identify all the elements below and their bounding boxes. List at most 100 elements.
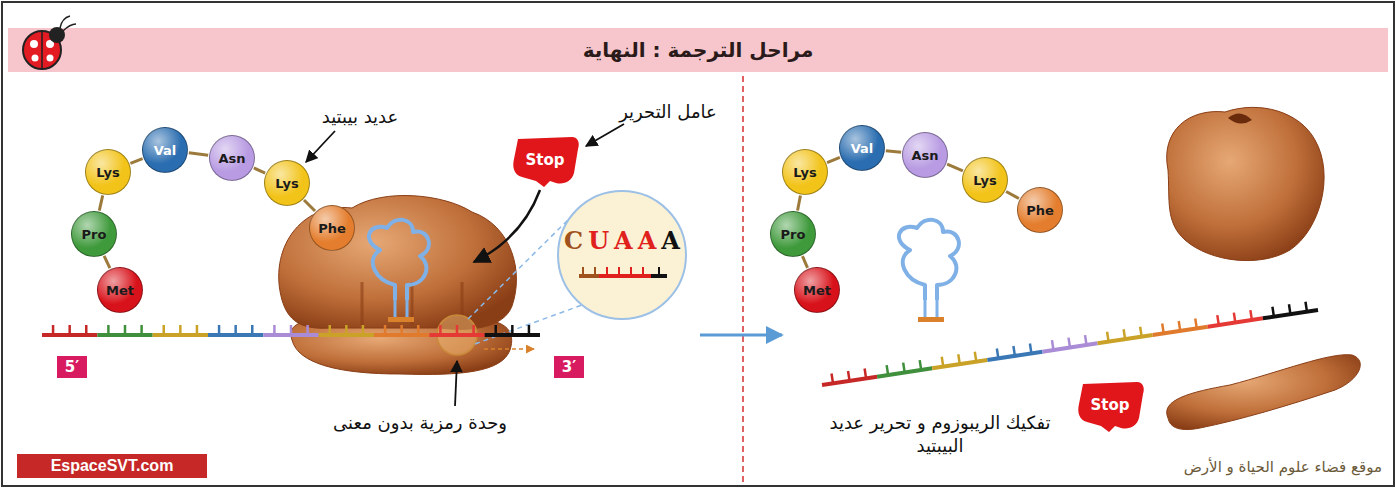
- amino-acid-name: Met: [106, 283, 134, 298]
- peptide-bond: [99, 195, 102, 210]
- leader-arrow: [306, 131, 335, 162]
- amino-acid-name: Phe: [1026, 203, 1054, 218]
- ribosome-small-subunit: [1167, 355, 1361, 430]
- stop-codon-label: وحدة رمزية بدون معنى: [333, 411, 507, 434]
- ribosome-large-subunit: [1167, 107, 1324, 260]
- base-tick: [1013, 346, 1014, 356]
- trna: [899, 220, 959, 300]
- base-tick: [124, 325, 127, 335]
- amino-acid-bead: Lys: [85, 149, 131, 195]
- peptide-bond: [827, 157, 840, 162]
- base-tick: [494, 325, 497, 335]
- base-tick: [328, 325, 331, 335]
- codon-base: A: [661, 226, 680, 255]
- amino-acid-bead: Phe: [309, 205, 355, 251]
- base-tick: [618, 267, 620, 276]
- base-tick: [306, 325, 309, 335]
- peptide-bond: [104, 256, 110, 268]
- base-tick: [345, 325, 348, 335]
- amino-acid-bead: Met: [794, 267, 840, 313]
- base-tick: [920, 360, 921, 370]
- base-tick: [1124, 329, 1125, 339]
- codon-strand: [559, 192, 685, 318]
- stop-label: Stop: [1090, 396, 1129, 414]
- base-tick: [975, 352, 976, 362]
- ladybug-spot: [30, 40, 38, 48]
- amino-acid-name: Lys: [96, 165, 120, 180]
- base-tick: [606, 267, 608, 276]
- base-tick: [865, 368, 866, 378]
- amino-acid-name: Asn: [218, 151, 245, 166]
- base-tick: [1052, 340, 1053, 350]
- peptide-bond: [886, 151, 901, 153]
- amino-acid-bead: Val: [142, 127, 188, 173]
- base-tick: [832, 373, 833, 383]
- base-tick: [107, 325, 110, 335]
- base-tick: [1272, 307, 1273, 317]
- base-tick: [658, 267, 660, 276]
- direction-arrow: [484, 348, 534, 350]
- amino-acid-name: Asn: [911, 148, 938, 163]
- base-tick: [958, 354, 959, 364]
- ladybug-spot: [32, 55, 39, 62]
- base-tick: [1179, 321, 1180, 331]
- strand-end-box: 3′: [554, 356, 584, 378]
- release-factor-label: عامل التحرير: [619, 100, 717, 123]
- base-tick: [52, 325, 55, 335]
- base-tick: [1195, 318, 1196, 328]
- mrna-strand: [42, 325, 540, 335]
- step-arrow: [700, 334, 782, 337]
- leader-arrow: [455, 361, 457, 406]
- base-tick: [218, 325, 221, 335]
- base-tick: [1305, 302, 1306, 312]
- peptide-bond: [798, 196, 801, 211]
- base-tick: [1107, 332, 1108, 342]
- amino-acid-name: Val: [154, 143, 177, 158]
- release-factor: Stop: [510, 133, 580, 187]
- peptide-bond: [254, 168, 265, 173]
- base-tick: [1140, 327, 1141, 337]
- trna: [369, 220, 429, 300]
- base-tick: [251, 325, 254, 335]
- ladybug-line: [41, 32, 43, 69]
- base-tick: [582, 267, 584, 276]
- amino-acid-name: Lys: [973, 173, 997, 188]
- anticodon: [918, 317, 944, 322]
- peptide-bond: [130, 159, 142, 164]
- base-tick: [630, 267, 632, 276]
- base-tick: [179, 325, 182, 335]
- base-tick: [1162, 323, 1163, 333]
- amino-acid-bead: Asn: [209, 135, 255, 181]
- stop-label: Stop: [525, 151, 564, 169]
- base-tick: [439, 325, 442, 335]
- amino-acid-bead: Val: [839, 125, 885, 171]
- base-tick: [162, 325, 165, 335]
- amino-acid-name: Pro: [82, 227, 107, 242]
- amino-acid-name: Lys: [793, 165, 817, 180]
- base-tick: [903, 363, 904, 373]
- codon-base: A: [638, 226, 657, 255]
- base-tick: [140, 325, 143, 335]
- amino-acid-name: Phe: [318, 221, 346, 236]
- peptide-bond: [1006, 191, 1019, 198]
- base-tick: [1069, 338, 1070, 348]
- ladybug-icon: [23, 16, 76, 69]
- site-badge: EspaceSVT.com: [17, 454, 207, 478]
- trna-stem: [925, 300, 937, 318]
- anticodon: [388, 317, 414, 322]
- amino-acid-bead: Asn: [902, 132, 948, 178]
- amino-acid-bead: Met: [97, 267, 143, 313]
- base-tick: [290, 325, 293, 335]
- amino-acid-bead: Lys: [782, 149, 828, 195]
- polypeptide-label: عديد بيبتيد: [322, 105, 399, 128]
- site-name: EspaceSVT.com: [27, 457, 197, 475]
- release-factor-body: [513, 137, 578, 187]
- base-tick: [1234, 313, 1235, 323]
- subunit-groove: [1228, 113, 1252, 123]
- base-tick: [1289, 304, 1290, 314]
- amino-acid-name: Pro: [781, 227, 806, 242]
- base-tick: [68, 325, 71, 335]
- strand-end-label: 5′: [65, 358, 79, 376]
